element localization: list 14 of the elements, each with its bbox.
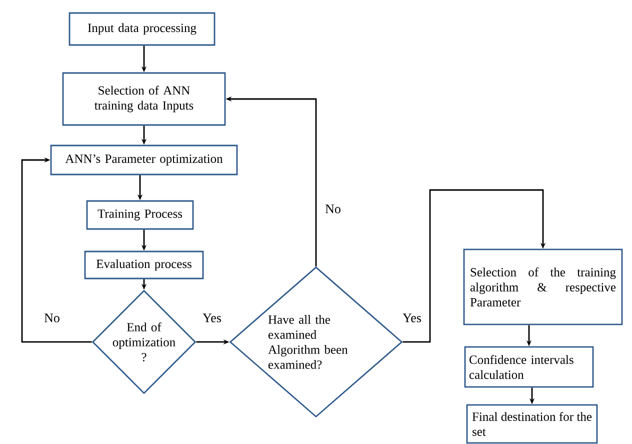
edge-label: No (43, 312, 61, 324)
process-box: Selection of the training algorithm & respective Parameter (463, 248, 623, 326)
process-box: Confidence intervals calculation (464, 346, 594, 388)
process-box: Final destination for the set (466, 404, 598, 444)
arrow (402, 189, 546, 343)
process-box: Selection of ANN training data Inputs (62, 72, 226, 126)
edge-label: Yes (202, 312, 222, 324)
process-box: Input data processing (68, 12, 216, 46)
process-box: ANN’s Parameter optimization (50, 144, 238, 176)
process-box: Training Process (86, 200, 194, 230)
arrow (21, 157, 92, 343)
process-box: Evaluation process (84, 250, 204, 280)
edge-label: Yes (402, 312, 422, 324)
edge-label: No (324, 204, 342, 214)
